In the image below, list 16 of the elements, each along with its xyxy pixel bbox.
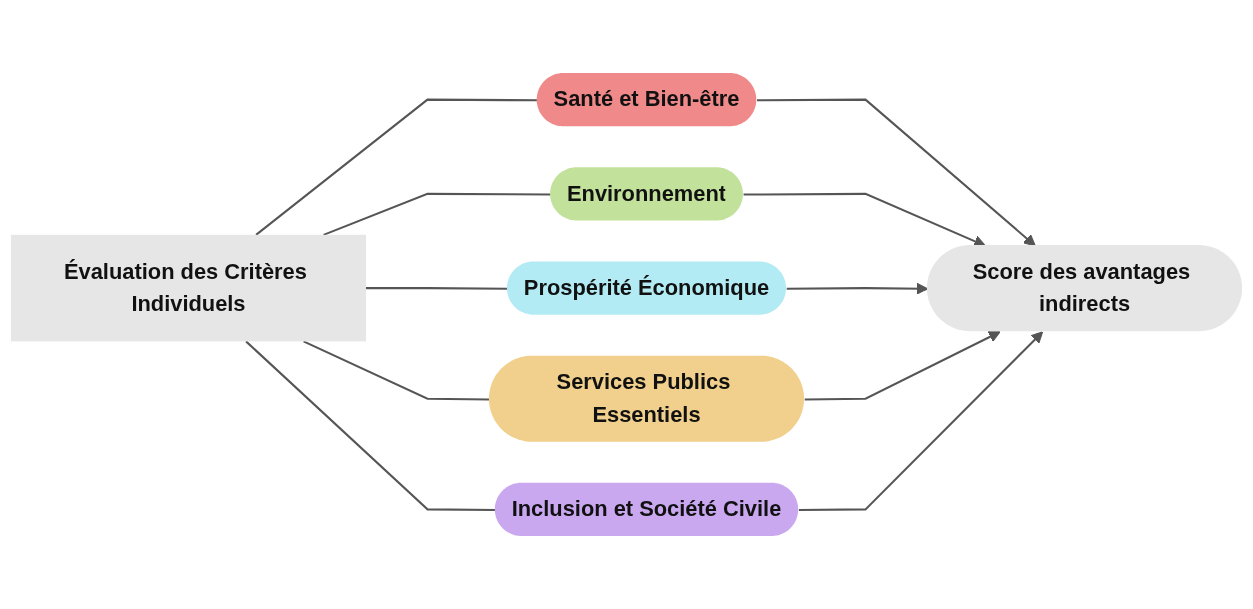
connector bbox=[245, 340, 496, 512]
node-box: Services Publics Essentiels bbox=[488, 355, 805, 442]
arrow bbox=[798, 331, 1044, 512]
node-box: Environnement bbox=[550, 167, 743, 221]
node-box: Prospérité Économique bbox=[506, 261, 787, 315]
node-box: Inclusion et Société Civile bbox=[494, 482, 799, 536]
node-box: Évaluation des Critères Individuels bbox=[10, 234, 366, 342]
arrow bbox=[743, 192, 986, 247]
node-box: Score des avantages indirects bbox=[926, 245, 1243, 332]
arrow bbox=[804, 331, 1001, 401]
connector bbox=[303, 340, 490, 401]
arrow bbox=[756, 98, 1036, 247]
node-box: Santé et Bien-être bbox=[536, 73, 757, 127]
connector bbox=[366, 287, 508, 290]
connector bbox=[323, 192, 551, 236]
connector bbox=[255, 98, 538, 236]
